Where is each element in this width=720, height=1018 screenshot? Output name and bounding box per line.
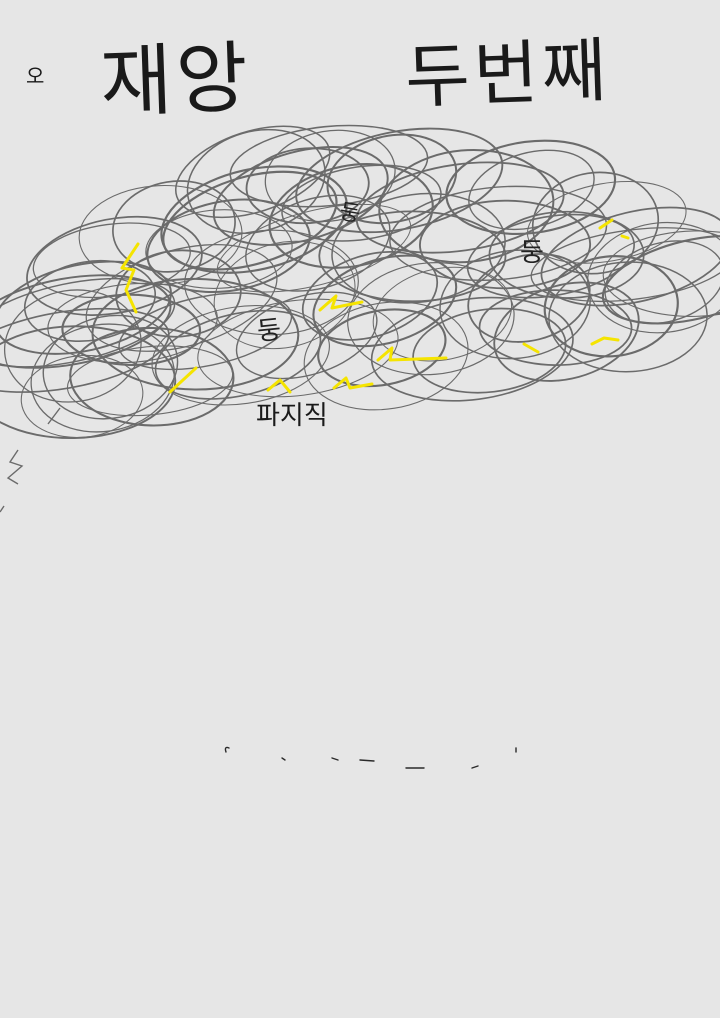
cloud-scribble-loop <box>587 221 720 334</box>
lightning-stroke <box>318 294 364 312</box>
lightning-stroke <box>590 336 620 346</box>
lightning-stroke <box>522 342 540 354</box>
title-mark: 오 <box>26 64 45 88</box>
lightning-strokes <box>120 218 630 394</box>
lightning-stroke <box>376 346 448 362</box>
cloud-scribble-loop <box>418 199 592 290</box>
ground-dashes <box>224 746 517 769</box>
cloud-scribble-loop <box>347 262 515 376</box>
cloud-scribble-loop <box>478 289 633 366</box>
rain-scribble <box>0 407 61 513</box>
cloud-scribble-loop <box>145 209 293 290</box>
cloud-scribble-loop <box>85 243 278 352</box>
lightning-stroke <box>120 242 140 314</box>
cloud-scribble-loop <box>466 213 635 299</box>
cloud-scribble-loop <box>154 309 322 400</box>
cloud-scribble-loop <box>540 206 720 307</box>
cloud-scribble-loop <box>372 266 513 362</box>
cloud-scribble-loop <box>355 161 565 254</box>
cloud-scribble-loop <box>160 165 348 274</box>
storm-cloud-scribble <box>0 124 720 440</box>
cloud-scribble-loop <box>493 281 640 382</box>
cloud-scribble-loop <box>229 124 429 208</box>
title-word-disaster: 재앙 <box>98 33 254 129</box>
cloud-scribble-loop <box>235 291 378 380</box>
cloud-scribble-loop <box>146 198 311 294</box>
cloud-scribble-loop <box>174 125 331 219</box>
cloud-scribble-loop <box>604 240 720 325</box>
cloud-scribble-loop <box>0 274 172 369</box>
cloud-scribble-loop <box>543 255 679 358</box>
cloud-scribble-loop <box>151 305 330 406</box>
sound-effect-caption: 파지직 <box>256 401 328 431</box>
cloud-scribble-loop <box>26 215 203 316</box>
cloud-scribble-loop <box>78 184 243 286</box>
cloud-scribble-loop <box>245 147 370 225</box>
cloud-scribble-loop <box>42 314 179 420</box>
cloud-scribble-loop <box>212 146 389 246</box>
cloud-scribble-loop <box>601 234 720 325</box>
cloud-scribble-loop <box>295 127 504 234</box>
cloud-scribble-loop <box>0 307 170 393</box>
cloud-scribble-loop <box>445 139 617 235</box>
cloud-scribble-loop <box>602 230 720 317</box>
lightning-stroke <box>332 376 374 390</box>
cloud-scribble-loop <box>303 301 469 411</box>
cloud-scribble-loop <box>264 129 396 223</box>
cloud-scribble-loop <box>0 260 172 355</box>
lightning-stroke <box>168 366 198 394</box>
cloud-scribble-loop <box>32 222 191 299</box>
cloud-scribble-loop <box>216 203 412 293</box>
cloud-scribble-loop <box>197 298 399 398</box>
cloud-scribble-loop <box>326 133 458 225</box>
lightning-stroke <box>598 218 614 230</box>
cloud-label: 둥 <box>520 238 544 268</box>
cloud-scribble-loop <box>61 293 202 367</box>
lightning-stroke <box>620 234 630 240</box>
lightning-stroke <box>266 378 292 394</box>
cloud-scribble-loop <box>281 164 442 242</box>
title-word-second: 두번째 <box>403 29 612 119</box>
cloud-scribble-loop <box>0 277 176 368</box>
cloud-scribble-loop <box>20 354 144 439</box>
cloud-scribble-loop <box>370 296 574 402</box>
cloud-label: 둥 <box>255 314 283 348</box>
cloud-scribble-loop <box>69 326 235 427</box>
